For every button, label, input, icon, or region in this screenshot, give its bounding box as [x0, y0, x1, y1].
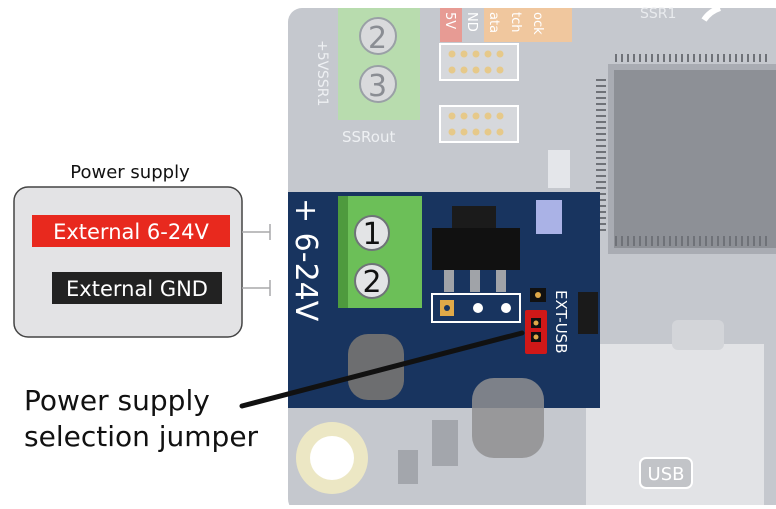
annotation-line-1: Power supply	[24, 384, 210, 417]
power-section: + 6-24V 1 2	[288, 192, 600, 408]
header-data: ata	[486, 12, 501, 33]
power-supply-box: Power supply External 6-24V External GND	[13, 162, 271, 338]
three-pin-header	[431, 293, 521, 323]
header-pins: 5V ND ata tch ock	[439, 8, 572, 143]
board-label-ssr1: SSR1	[314, 70, 330, 106]
ssr-terminal-2: 2	[368, 21, 387, 56]
microcontroller-chip	[596, 54, 776, 254]
power-supply-title: Power supply	[70, 162, 190, 183]
header-latch: tch	[508, 12, 523, 32]
ssr-terminal-3: 3	[368, 69, 387, 104]
ssrout-label: SSRout	[342, 128, 395, 146]
annotation-leader-line	[239, 330, 525, 409]
ssr-terminal-block: 2 3	[338, 8, 420, 120]
power-terminal-block: 1 2	[338, 196, 422, 308]
external-gnd-label: External GND	[66, 277, 208, 301]
capacitor	[348, 334, 404, 400]
header-5v: 5V	[442, 12, 457, 29]
external-6-24v-label-bg	[32, 215, 230, 247]
voltage-regulator	[432, 206, 520, 292]
annotation-line-2: selection jumper	[24, 420, 259, 453]
usb-connector: USB	[586, 320, 764, 509]
jumper-label: EXT-USB	[552, 290, 570, 353]
jumper-annotation: Power supply selection jumper	[24, 330, 525, 453]
power-terminal-1: 1	[362, 217, 381, 252]
power-input-label: + 6-24V	[288, 198, 323, 322]
ssr1-top-label: SSR1	[640, 6, 676, 22]
selection-jumper	[525, 288, 547, 354]
board-label-5v: +5V	[314, 40, 330, 71]
header-gnd: ND	[464, 12, 479, 32]
power-terminal-2: 2	[362, 265, 381, 300]
usb-label: USB	[648, 464, 685, 485]
external-gnd-label-bg	[52, 272, 222, 304]
external-6-24v-label: External 6-24V	[53, 220, 209, 244]
header-clock: ock	[530, 12, 545, 35]
